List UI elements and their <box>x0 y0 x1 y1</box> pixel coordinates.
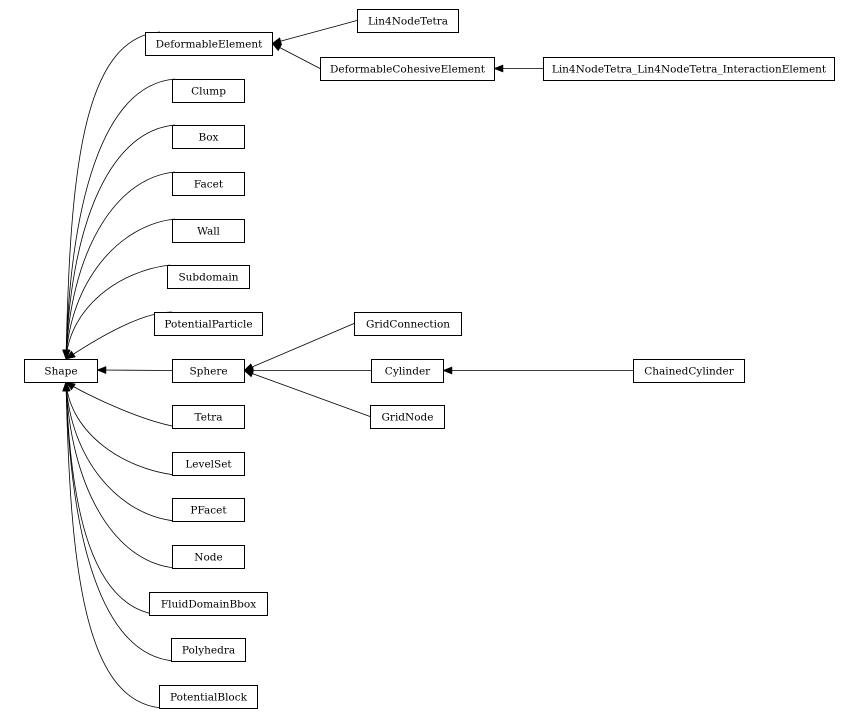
class-node-label: PotentialBlock <box>170 692 248 704</box>
edge-grid_node-to-sphere <box>243 370 371 417</box>
class-node-box <box>172 172 245 196</box>
class-node-box <box>24 359 98 383</box>
edge-facet-to-shape <box>65 171 176 360</box>
class-node-label: LevelSet <box>185 459 232 471</box>
class-node-facet[interactable]: Facet <box>172 172 245 196</box>
class-node-label: FluidDomainBbox <box>161 599 256 611</box>
class-node-box <box>320 57 495 81</box>
class-node-box <box>354 312 462 336</box>
class-node-chained-cylinder[interactable]: ChainedCylinder <box>633 359 745 383</box>
class-node-box[interactable]: Box <box>172 125 245 149</box>
class-node-sphere[interactable]: Sphere <box>172 359 245 383</box>
class-node-cylinder[interactable]: Cylinder <box>371 359 444 383</box>
class-node-box <box>172 545 245 569</box>
class-node-box <box>172 125 245 149</box>
class-node-label: Node <box>194 552 222 564</box>
edge-deformable_element-to-shape <box>65 31 161 360</box>
class-node-label: GridNode <box>382 412 434 424</box>
edge-pfacet-to-shape <box>65 381 176 522</box>
edge-wall-to-shape <box>65 218 176 360</box>
class-node-box <box>145 32 273 56</box>
edge-clump-to-shape <box>65 78 176 360</box>
class-node-grid-connection[interactable]: GridConnection <box>354 312 462 336</box>
class-node-label: Clump <box>191 86 226 98</box>
edge-sphere-to-shape-arrowhead <box>96 366 107 375</box>
class-node-box <box>171 638 246 662</box>
class-node-box <box>172 359 245 383</box>
edge-potential_block-to-shape <box>65 381 163 709</box>
class-node-potential-particle[interactable]: PotentialParticle <box>154 312 263 336</box>
class-node-lin4nodetetra-interaction[interactable]: Lin4NodeTetra_Lin4NodeTetra_InteractionE… <box>543 57 835 81</box>
edge-subdomain-to-shape <box>65 264 171 360</box>
class-node-label: Box <box>199 132 219 144</box>
class-node-tetra[interactable]: Tetra <box>172 405 245 429</box>
edges-layer <box>62 20 633 709</box>
class-node-box <box>370 405 445 429</box>
edge-lin4nodetetra_interaction-to-deformable_cohesive_element-arrowhead <box>493 64 504 73</box>
class-node-box <box>154 312 263 336</box>
class-node-label: Cylinder <box>385 366 431 378</box>
class-node-label: Sphere <box>189 366 227 378</box>
class-node-label: ChainedCylinder <box>644 366 734 378</box>
class-node-fluid-domain-bbox[interactable]: FluidDomainBbox <box>149 592 268 616</box>
class-node-deformable-cohesive-element[interactable]: DeformableCohesiveElement <box>320 57 495 81</box>
class-node-label: Lin4NodeTetra_Lin4NodeTetra_InteractionE… <box>552 64 827 76</box>
edge-chained_cylinder-to-cylinder-arrowhead <box>442 366 453 375</box>
class-node-label: Facet <box>194 179 224 191</box>
class-node-box <box>172 498 245 522</box>
edge-grid_node-to-sphere-arrowhead <box>243 369 255 378</box>
class-node-box <box>357 9 459 33</box>
class-node-label: Polyhedra <box>182 645 235 657</box>
class-node-lin4nodetetra[interactable]: Lin4NodeTetra <box>357 9 459 33</box>
edge-box-to-shape <box>65 124 176 360</box>
class-node-box <box>172 79 245 103</box>
class-node-box <box>371 359 444 383</box>
edge-potential_particle-to-shape-arrowhead <box>65 350 76 360</box>
class-node-label: DeformableCohesiveElement <box>330 64 486 76</box>
edge-tetra-to-shape <box>65 381 191 429</box>
class-node-box <box>167 265 250 289</box>
class-node-label: Wall <box>197 226 220 238</box>
class-node-node[interactable]: Node <box>172 545 245 569</box>
edge-node-to-shape <box>65 381 176 569</box>
class-node-wall[interactable]: Wall <box>172 219 245 243</box>
class-node-label: GridConnection <box>366 319 450 331</box>
class-node-shape[interactable]: Shape <box>24 359 98 383</box>
edge-polyhedra-to-shape <box>65 381 175 662</box>
class-node-label: Shape <box>44 366 77 378</box>
class-node-polyhedra[interactable]: Polyhedra <box>171 638 246 662</box>
class-node-box <box>172 405 245 429</box>
nodes-layer: Shape DeformableElementClumpBoxFacetWallS… <box>24 9 835 709</box>
class-node-box <box>159 685 258 709</box>
class-node-label: Tetra <box>195 412 223 424</box>
class-node-box <box>172 219 245 243</box>
class-node-box <box>633 359 745 383</box>
edge-lin4nodetetra-to-deformable_element <box>271 20 358 44</box>
class-node-label: PFacet <box>190 505 227 517</box>
class-node-label: Subdomain <box>178 272 238 284</box>
class-node-label: DeformableElement <box>156 39 264 51</box>
class-node-pfacet[interactable]: PFacet <box>172 498 245 522</box>
edge-level_set-to-shape <box>65 381 176 476</box>
edge-sphere-to-shape <box>96 369 173 371</box>
class-node-label: PotentialParticle <box>164 319 252 331</box>
edge-grid_connection-to-sphere <box>243 323 355 371</box>
class-node-box <box>149 592 268 616</box>
class-node-subdomain[interactable]: Subdomain <box>167 265 250 289</box>
class-node-box <box>543 57 835 81</box>
class-node-grid-node[interactable]: GridNode <box>370 405 445 429</box>
class-node-potential-block[interactable]: PotentialBlock <box>159 685 258 709</box>
class-node-box <box>172 452 245 476</box>
edge-subdomain-to-shape-arrowhead <box>62 349 71 360</box>
class-node-deformable-element[interactable]: DeformableElement <box>145 32 273 56</box>
class-node-label: Lin4NodeTetra <box>368 16 448 28</box>
edge-deformable_cohesive_element-to-deformable_element-arrowhead <box>271 43 283 52</box>
class-node-clump[interactable]: Clump <box>172 79 245 103</box>
class-node-level-set[interactable]: LevelSet <box>172 452 245 476</box>
edge-potential_block-to-shape-arrowhead <box>62 381 71 392</box>
